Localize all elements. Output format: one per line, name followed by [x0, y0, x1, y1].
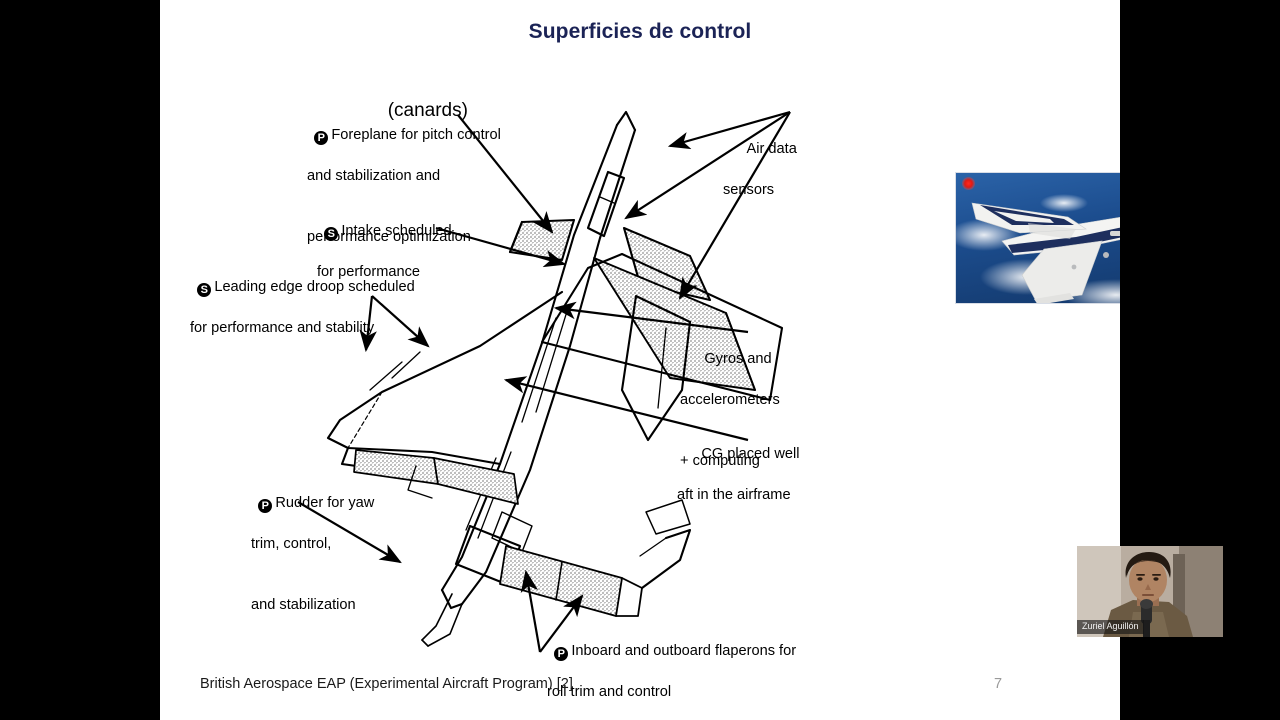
annotation-foreplane-line-2: and stabilization and	[307, 167, 441, 184]
annotation-canards-line-1: (canards)	[387, 100, 468, 121]
annotation-air-data-sensors-line-1: Air data	[746, 140, 797, 157]
badge-s-icon: S	[197, 282, 212, 297]
annotation-intake-line-1: Intake scheduled	[341, 222, 452, 239]
annotation-foreplane-line-1: Foreplane for pitch control	[331, 126, 501, 143]
webcam-thumbnail[interactable]: Zuriel Aguillón	[1077, 546, 1223, 637]
annotation-gyros-line-2: accelerometers	[680, 391, 780, 408]
badge-s-icon: S	[324, 226, 339, 241]
annotation-intake-line-2: for performance	[317, 263, 421, 280]
annotation-air-data-sensors: Air data sensors	[723, 118, 797, 241]
annotation-air-data-sensors-line-2: sensors	[723, 181, 775, 198]
laser-pointer-dot	[962, 177, 975, 190]
participant-name-label: Zuriel Aguillón	[1077, 620, 1144, 634]
slide-number: 7	[993, 676, 1003, 692]
annotation-cg: CG placed well aft in the airframe	[677, 423, 799, 546]
annotation-rudder-line-3: and stabilization	[251, 597, 356, 613]
annotation-rudder-line-1: Rudder for yaw	[275, 494, 375, 511]
annotation-leading-edge-droop-line-2: for performance and stability	[190, 319, 375, 336]
annotation-cg-line-1: CG placed well	[701, 445, 800, 462]
annotation-flaperons-line-1: Inboard and outboard flaperons for	[571, 642, 797, 659]
annotation-flaperons-line-2: roll trim and control	[547, 683, 672, 700]
annotation-leading-edge-droop-line-1: Leading edge droop scheduled	[214, 278, 415, 295]
annotation-cg-line-2: aft in the airframe	[677, 486, 791, 503]
badge-p-icon: P	[554, 646, 569, 661]
source-caption: British Aerospace EAP (Experimental Airc…	[200, 676, 573, 692]
annotation-canards: (canards)	[356, 76, 468, 145]
annotation-gyros-line-1: Gyros and	[704, 350, 772, 367]
aircraft-diagram	[170, 60, 890, 670]
badge-p-icon: P	[258, 498, 273, 513]
annotation-gyros: Gyros and accelerometers + computing	[680, 328, 780, 513]
annotation-rudder-line-2: trim, control,	[251, 535, 332, 552]
page-title: Superficies de control	[528, 20, 752, 43]
presentation-slide: Superficies de control	[160, 0, 1120, 720]
badge-p-icon: P	[314, 130, 329, 145]
annotation-gyros-line-3: + computing	[680, 453, 760, 469]
aircraft-photo	[955, 172, 1120, 304]
